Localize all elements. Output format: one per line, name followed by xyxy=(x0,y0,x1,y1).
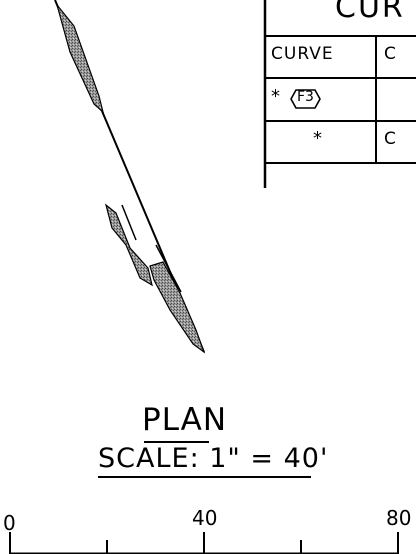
north-arrow-icon xyxy=(54,0,206,354)
scale-label-0: 0 xyxy=(3,511,16,535)
scale-label-80: 80 xyxy=(386,506,412,530)
scale-label-40: 40 xyxy=(192,506,218,530)
plan-scale: SCALE: 1" = 40' xyxy=(98,443,329,474)
curve-table-title: CUR xyxy=(335,0,405,25)
column-header-2: C xyxy=(384,44,396,64)
row2-col2: C xyxy=(384,129,396,149)
plan-title: PLAN xyxy=(142,402,228,438)
curve-table xyxy=(263,0,416,188)
row1-marker: * xyxy=(271,86,280,107)
scale-bar xyxy=(9,532,399,554)
curve-column-header: CURVE xyxy=(271,44,334,64)
row2-marker: * xyxy=(313,128,322,149)
row1-tag: F3 xyxy=(297,89,314,105)
hexagon-tag-icon xyxy=(290,89,321,109)
